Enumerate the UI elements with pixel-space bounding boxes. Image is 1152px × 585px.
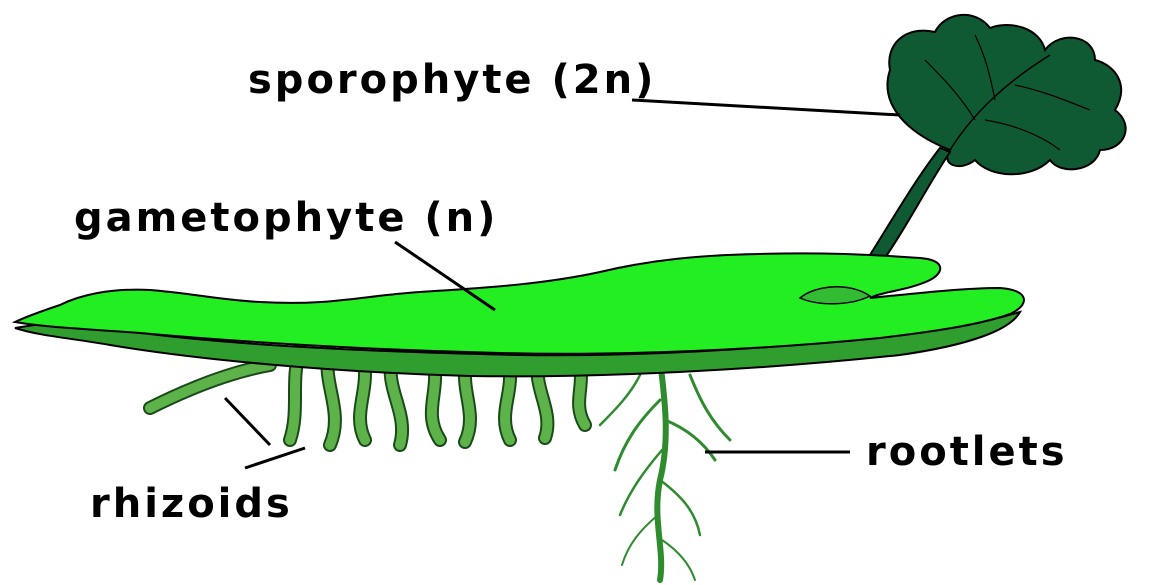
sporophyte-leaf bbox=[888, 15, 1126, 174]
label-rhizoids: rhizoids bbox=[90, 484, 293, 524]
label-gametophyte: gametophyte (n) bbox=[74, 198, 498, 238]
rootlets bbox=[600, 360, 730, 580]
label-rootlets: rootlets bbox=[866, 432, 1068, 472]
label-sporophyte: sporophyte (2n) bbox=[248, 60, 656, 100]
